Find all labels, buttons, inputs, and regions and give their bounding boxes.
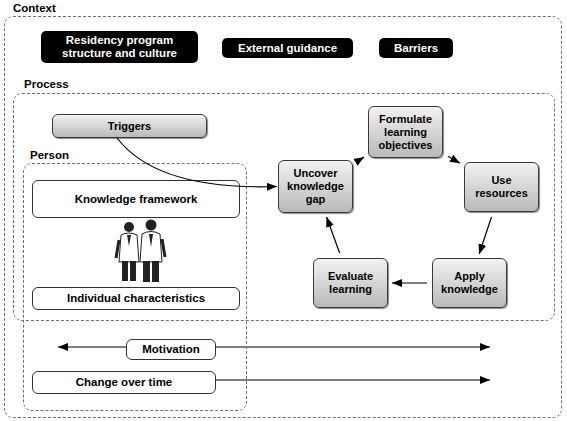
time-arrow (214, 379, 490, 380)
doctors-illustration (116, 220, 165, 283)
box-label: Apply knowledge (436, 270, 503, 296)
group-heading: Context (13, 2, 56, 15)
box-label: Use resources (468, 174, 535, 200)
box-label: External guidance (238, 42, 337, 55)
flow-arrow (327, 217, 340, 253)
box-label: Change over time (76, 376, 173, 389)
process-box: Use resources (464, 162, 539, 212)
process-box: Triggers (52, 114, 207, 138)
box-label: Motivation (142, 343, 200, 356)
context-frame: ContextResidency program structure and c… (4, 16, 562, 418)
box-label: Evaluate learning (317, 270, 384, 296)
process-box: Evaluate learning (313, 258, 388, 308)
flow-arrow (117, 138, 277, 187)
process-box: Formulate learning objectives (368, 106, 443, 158)
flow-arrow (358, 157, 364, 161)
box-label: Barriers (394, 42, 438, 55)
flow-arrow (479, 217, 491, 254)
group-heading: Process (24, 78, 69, 91)
box-label: Individual characteristics (67, 292, 205, 305)
motivation-box: Motivation (126, 339, 216, 360)
box-label: Residency program structure and culture (47, 34, 192, 60)
box-label: Formulate learning objectives (372, 113, 439, 152)
person-box: Individual characteristics (32, 287, 240, 310)
flow-arrow (448, 156, 460, 163)
box-label: Triggers (108, 120, 151, 133)
box-label: Knowledge framework (75, 193, 198, 206)
context-box: Residency program structure and culture (41, 31, 198, 63)
time-box: Change over time (32, 371, 216, 394)
person-box: Knowledge framework (32, 180, 240, 218)
process-box: Apply knowledge (432, 258, 507, 308)
motivation-arrow (58, 346, 490, 347)
person-frame: PersonKnowledge frameworkIndividual char… (23, 163, 247, 411)
box-label: Uncover knowledge gap (282, 167, 349, 206)
process-box: Uncover knowledge gap (278, 160, 353, 213)
group-heading: Person (30, 149, 69, 162)
context-box: External guidance (222, 38, 353, 58)
flow-arrow (392, 282, 427, 283)
context-box: Barriers (379, 38, 453, 58)
